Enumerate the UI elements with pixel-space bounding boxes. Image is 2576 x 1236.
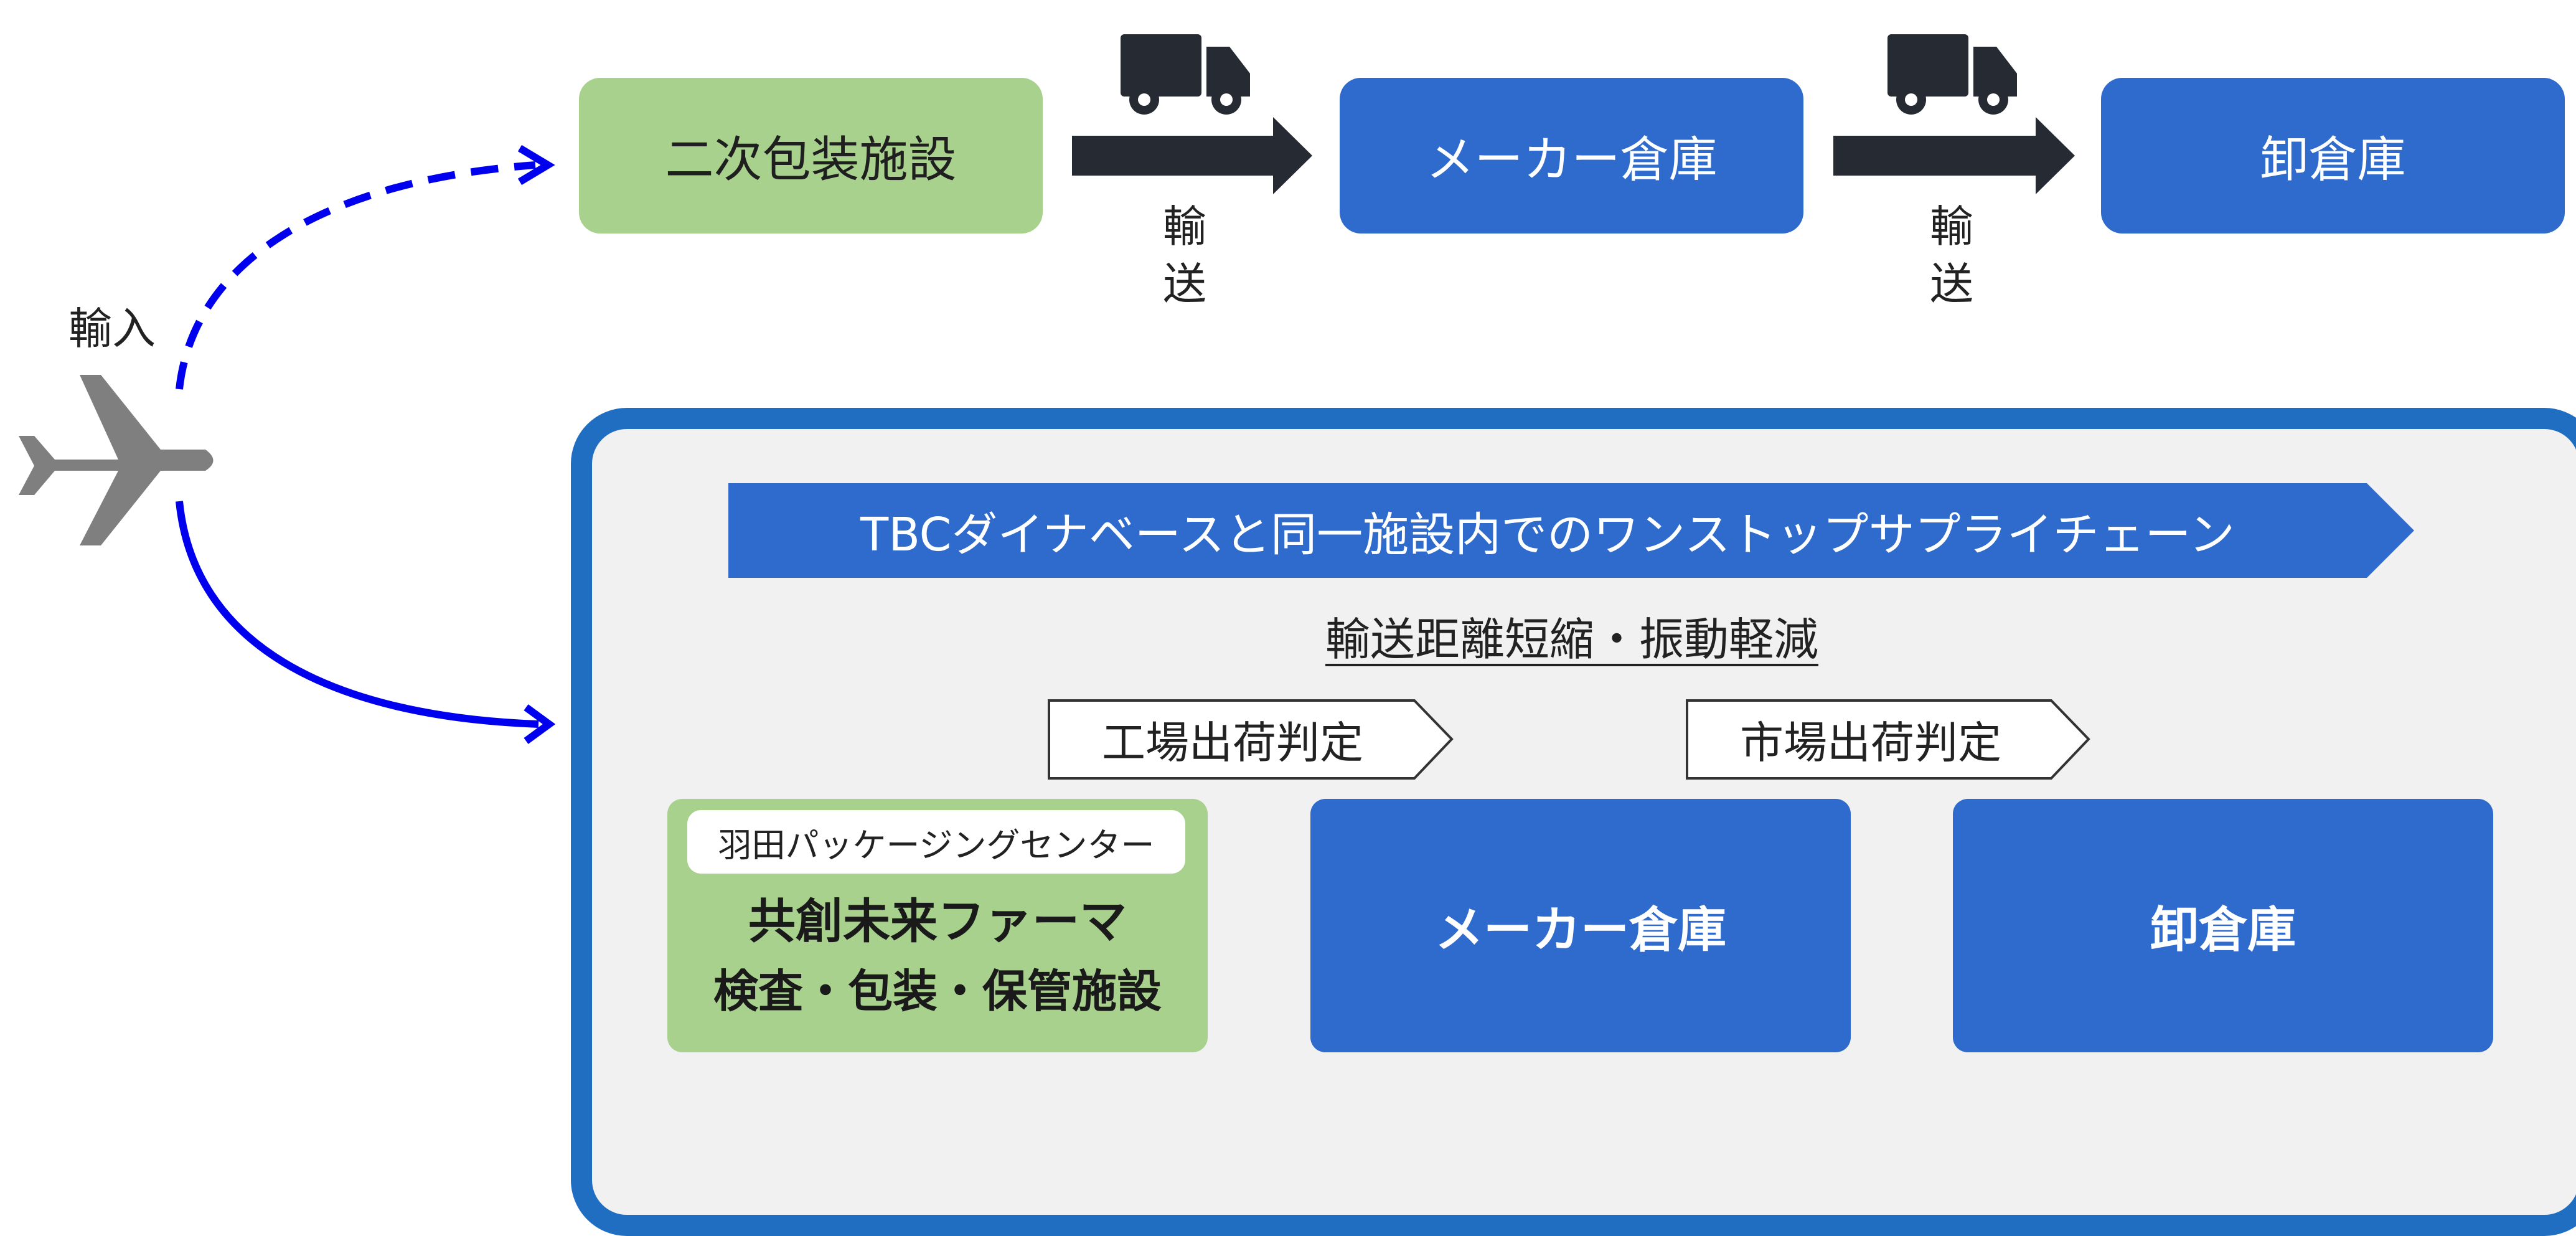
- truck-icon: [1121, 34, 1250, 115]
- import-label: 輸入: [68, 303, 156, 354]
- step-factory-shape: [1048, 699, 1454, 780]
- transport-label-1-char-2: 送: [1163, 258, 1206, 309]
- packaging-center-box: 羽田パッケージングセンター 共創未来ファーマ 検査・包装・保管施設: [667, 799, 1208, 1052]
- diagram-graphics: [19, 34, 2414, 780]
- block-arrow-2: [1833, 117, 2075, 194]
- transport-label-1: 輸 送: [1157, 198, 1213, 313]
- wholesale-warehouse-label-bottom: 卸倉庫: [2150, 902, 2296, 958]
- maker-warehouse-label-bottom: メーカー倉庫: [1434, 902, 1726, 958]
- secondary-packaging-box: 二次包装施設: [579, 78, 1043, 234]
- transport-label-1-char-1: 輸: [1163, 201, 1206, 252]
- transport-label-2-char-1: 輸: [1930, 201, 1973, 252]
- wholesale-warehouse-box-top: 卸倉庫: [2101, 78, 2565, 234]
- maker-warehouse-label-top: メーカー倉庫: [1426, 132, 1718, 188]
- airplane-icon: [19, 375, 214, 545]
- dashed-arrowhead: [517, 144, 555, 186]
- packaging-center-tag: 羽田パッケージングセンター: [687, 810, 1185, 874]
- truck-icon: [1887, 34, 2017, 115]
- step-factory-label: 工場出荷判定: [1102, 717, 1363, 768]
- transport-label-2: 輸 送: [1924, 198, 1980, 313]
- maker-warehouse-box-top: メーカー倉庫: [1340, 78, 1803, 234]
- banner-shape: [728, 483, 2414, 578]
- wholesale-warehouse-box-bottom: 卸倉庫: [1953, 799, 2493, 1052]
- packaging-center-desc: 検査・包装・保管施設: [713, 965, 1162, 1017]
- step-market-label: 市場出荷判定: [1740, 717, 2001, 768]
- packaging-center-name: 共創未来ファーマ: [748, 894, 1127, 949]
- solid-import-arrow: [176, 501, 539, 728]
- wholesale-warehouse-label-top: 卸倉庫: [2260, 132, 2406, 188]
- dashed-import-arrow: [176, 161, 536, 390]
- block-arrow-1: [1072, 117, 1312, 194]
- banner-text: TBCダイナベースと同一施設内でのワンストップサプライチェーン: [860, 507, 2235, 562]
- step-market-shape: [1686, 699, 2090, 780]
- maker-warehouse-box-bottom: メーカー倉庫: [1310, 799, 1851, 1052]
- secondary-packaging-label: 二次包装施設: [665, 132, 957, 188]
- subtitle: 輸送距離短縮・振動軽減: [1325, 613, 1818, 666]
- solid-arrowhead: [524, 704, 556, 744]
- transport-label-2-char-2: 送: [1930, 258, 1973, 309]
